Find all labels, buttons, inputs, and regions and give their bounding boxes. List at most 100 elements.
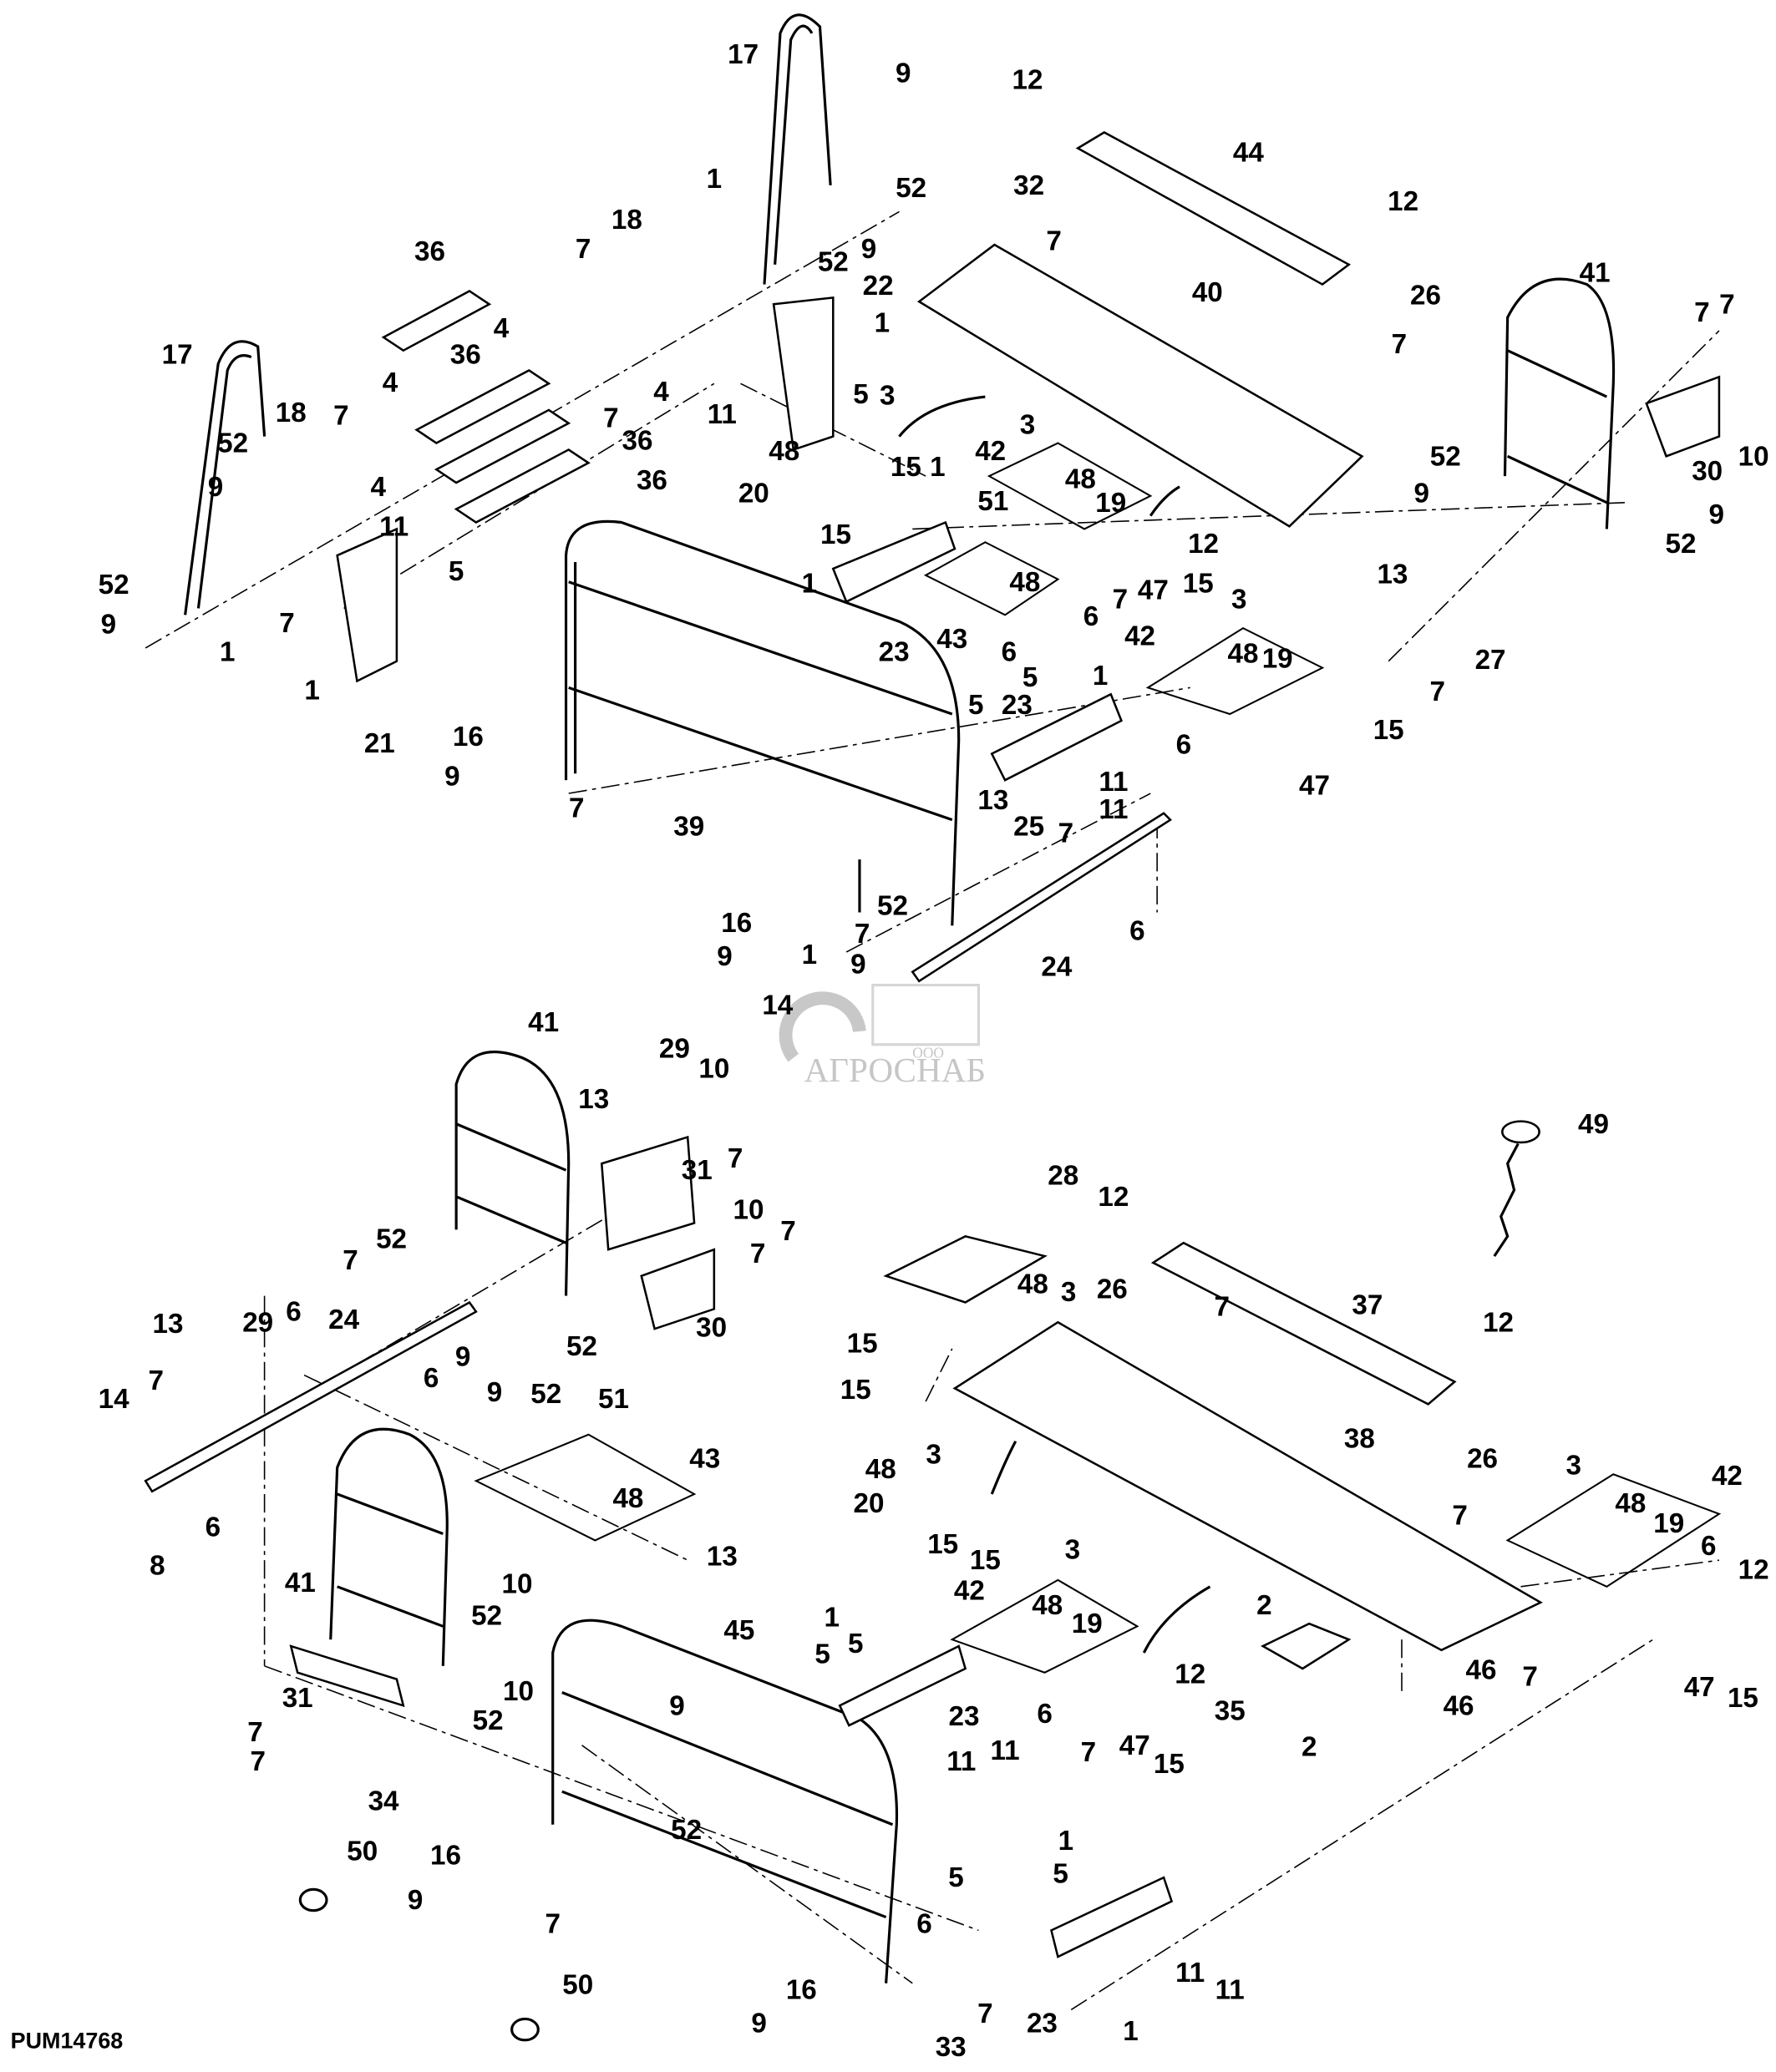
callout-7: 7 xyxy=(545,1909,560,1940)
callout-46: 46 xyxy=(1444,1690,1474,1721)
callout-3: 3 xyxy=(1020,409,1035,440)
callout-19: 19 xyxy=(1095,488,1126,519)
step-blocks-36 xyxy=(381,289,591,524)
callout-3: 3 xyxy=(1231,584,1246,615)
callout-6: 6 xyxy=(424,1363,439,1394)
callout-50: 50 xyxy=(562,1969,593,2000)
rings-50 xyxy=(298,1887,540,2042)
callout-37: 37 xyxy=(1352,1290,1383,1321)
callout-6: 6 xyxy=(1701,1531,1716,1562)
callout-15: 15 xyxy=(847,1329,878,1360)
callout-6: 6 xyxy=(1176,730,1191,761)
callout-7: 7 xyxy=(855,919,870,950)
callout-43: 43 xyxy=(689,1443,720,1474)
beams-24 xyxy=(144,812,1172,1493)
callout-23: 23 xyxy=(1027,2008,1058,2039)
callout-49: 49 xyxy=(1578,1109,1609,1140)
callout-17: 17 xyxy=(162,340,193,371)
callout-41: 41 xyxy=(1580,257,1611,288)
callout-15: 15 xyxy=(891,452,921,483)
callout-19: 19 xyxy=(1262,644,1293,675)
callout-5: 5 xyxy=(814,1639,830,1670)
callout-20: 20 xyxy=(738,479,769,509)
callout-3: 3 xyxy=(926,1440,941,1471)
callout-13: 13 xyxy=(707,1542,738,1573)
callout-9: 9 xyxy=(669,1690,684,1721)
callout-7: 7 xyxy=(1081,1737,1096,1768)
callout-47: 47 xyxy=(1138,575,1169,605)
callout-29: 29 xyxy=(242,1307,273,1338)
callout-38: 38 xyxy=(1344,1424,1375,1455)
callout-48: 48 xyxy=(1032,1590,1063,1621)
callout-35: 35 xyxy=(1215,1696,1246,1727)
callout-22: 22 xyxy=(863,271,894,301)
callout-33: 33 xyxy=(936,2032,967,2063)
callout-52: 52 xyxy=(1666,529,1697,560)
callout-7: 7 xyxy=(1046,225,1061,256)
callout-52: 52 xyxy=(671,1815,702,1846)
callout-6: 6 xyxy=(1083,601,1099,632)
callout-13: 13 xyxy=(977,785,1008,816)
callout-11: 11 xyxy=(1215,1975,1245,2006)
callout-7: 7 xyxy=(1058,818,1073,849)
grate-38 xyxy=(952,1320,1543,1652)
callout-41: 41 xyxy=(285,1568,316,1598)
callout-19: 19 xyxy=(1072,1608,1103,1639)
callout-52: 52 xyxy=(896,173,926,204)
callout-1: 1 xyxy=(304,676,319,707)
step-37 xyxy=(1150,1241,1457,1406)
callout-5: 5 xyxy=(968,690,983,721)
callout-4: 4 xyxy=(653,377,669,408)
callout-7: 7 xyxy=(1694,297,1709,328)
callout-7: 7 xyxy=(1214,1291,1229,1322)
callout-36: 36 xyxy=(622,425,653,456)
callout-7: 7 xyxy=(780,1216,795,1247)
callout-27: 27 xyxy=(1475,645,1506,676)
callout-2: 2 xyxy=(1256,1590,1271,1621)
callout-13: 13 xyxy=(153,1309,184,1340)
callout-25: 25 xyxy=(1013,812,1044,843)
callout-9: 9 xyxy=(717,941,732,972)
callout-7: 7 xyxy=(576,234,591,265)
callout-10: 10 xyxy=(501,1569,532,1600)
callout-7: 7 xyxy=(1719,289,1734,320)
chain-49 xyxy=(1493,1120,1540,1257)
callout-36: 36 xyxy=(450,340,481,371)
callout-9: 9 xyxy=(850,949,865,980)
callout-36: 36 xyxy=(637,465,667,496)
callout-30: 30 xyxy=(696,1313,727,1344)
callout-4: 4 xyxy=(371,472,387,503)
callout-15: 15 xyxy=(970,1545,1001,1576)
callout-11: 11 xyxy=(379,511,408,542)
callout-7: 7 xyxy=(250,1746,265,1777)
callout-5: 5 xyxy=(1022,662,1038,693)
callout-6: 6 xyxy=(206,1512,221,1543)
callout-34: 34 xyxy=(368,1786,399,1816)
callout-48: 48 xyxy=(865,1454,896,1485)
callout-7: 7 xyxy=(343,1245,358,1276)
callout-7: 7 xyxy=(247,1717,262,1748)
callout-9: 9 xyxy=(408,1885,423,1916)
callout-12: 12 xyxy=(1012,64,1043,95)
callout-23: 23 xyxy=(1002,690,1033,721)
callout-50: 50 xyxy=(347,1836,378,1867)
brackets xyxy=(289,296,1721,1958)
callout-9: 9 xyxy=(1709,499,1724,530)
callout-6: 6 xyxy=(1129,916,1144,947)
callout-8: 8 xyxy=(150,1551,165,1582)
callout-9: 9 xyxy=(455,1341,470,1372)
callout-1: 1 xyxy=(707,164,722,195)
callout-48: 48 xyxy=(612,1483,643,1514)
callout-16: 16 xyxy=(453,722,484,752)
callout-12: 12 xyxy=(1738,1554,1769,1585)
callout-5: 5 xyxy=(853,379,868,410)
callout-5: 5 xyxy=(1053,1858,1068,1889)
callout-52: 52 xyxy=(473,1705,504,1736)
callout-4: 4 xyxy=(494,313,510,344)
callout-15: 15 xyxy=(1183,568,1214,599)
callout-12: 12 xyxy=(1188,529,1219,560)
callout-24: 24 xyxy=(1041,951,1072,982)
callout-13: 13 xyxy=(578,1084,609,1115)
callout-7: 7 xyxy=(977,1999,992,2029)
callout-39: 39 xyxy=(673,812,704,843)
